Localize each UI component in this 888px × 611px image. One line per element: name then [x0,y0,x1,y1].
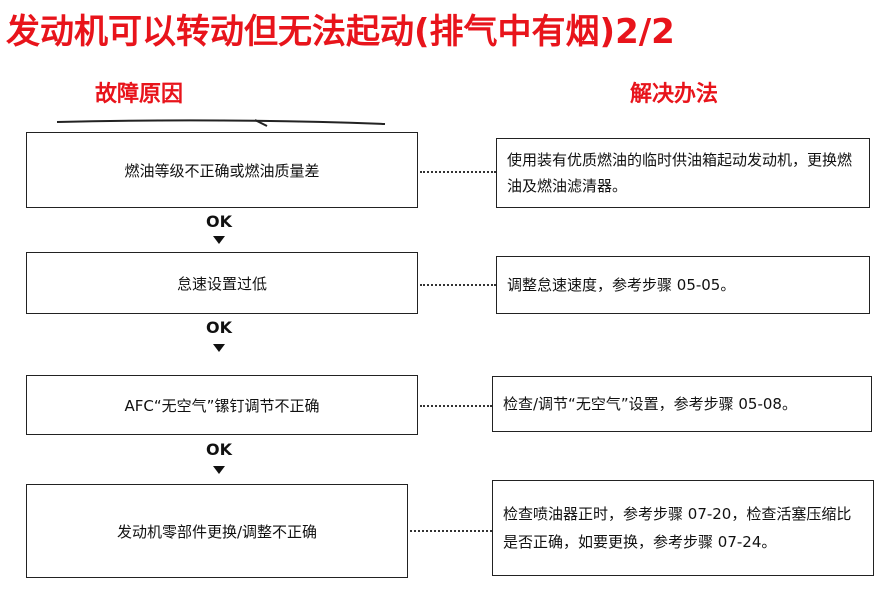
dotted-connector-1 [420,171,496,173]
solution-box-3: 检查/调节“无空气”设置，参考步骤 05-08。 [492,376,872,432]
cause-text-1: 燃油等级不正确或燃油质量差 [124,161,320,180]
dotted-connector-4 [410,530,492,532]
dotted-connector-2 [420,284,496,286]
cause-box-4: 发动机零部件更换/调整不正确 [26,484,408,578]
page-title: 发动机可以转动但无法起动(排气中有烟)2/2 [6,12,675,52]
solution-text-4: 检查喷油器正时，参考步骤 07-20，检查活塞压缩比是否正确，如要更换，参考步骤… [503,505,852,551]
solution-text-3: 检查/调节“无空气”设置，参考步骤 05-08。 [503,395,797,413]
down-arrow-icon [213,466,225,474]
cause-text-4: 发动机零部件更换/调整不正确 [116,522,318,541]
cause-box-1: 燃油等级不正确或燃油质量差 [26,132,418,208]
solution-box-1: 使用装有优质燃油的临时供油箱起动发动机，更换燃油及燃油滤清器。 [496,138,870,208]
solution-box-2: 调整怠速速度，参考步骤 05-05。 [496,256,870,314]
solution-text-1: 使用装有优质燃油的临时供油箱起动发动机，更换燃油及燃油滤清器。 [507,151,853,195]
ok-label-1: OK [206,212,232,231]
cause-box-3: AFC“无空气”镙钉调节不正确 [26,375,418,435]
cause-text-2: 怠速设置过低 [176,274,267,293]
dotted-connector-3 [420,405,492,407]
cause-box-2: 怠速设置过低 [26,252,418,314]
solution-column-heading: 解决办法 [630,82,719,107]
cause-column-heading: 故障原因 [95,82,184,107]
cause-text-3: AFC“无空气”镙钉调节不正确 [124,396,320,415]
down-arrow-icon [213,344,225,352]
entry-arrow-line [56,119,386,127]
solution-text-2: 调整怠速速度，参考步骤 05-05。 [507,276,736,294]
ok-label-2: OK [206,318,232,337]
down-arrow-icon [213,236,225,244]
ok-label-3: OK [206,440,232,459]
solution-box-4: 检查喷油器正时，参考步骤 07-20，检查活塞压缩比是否正确，如要更换，参考步骤… [492,480,874,576]
